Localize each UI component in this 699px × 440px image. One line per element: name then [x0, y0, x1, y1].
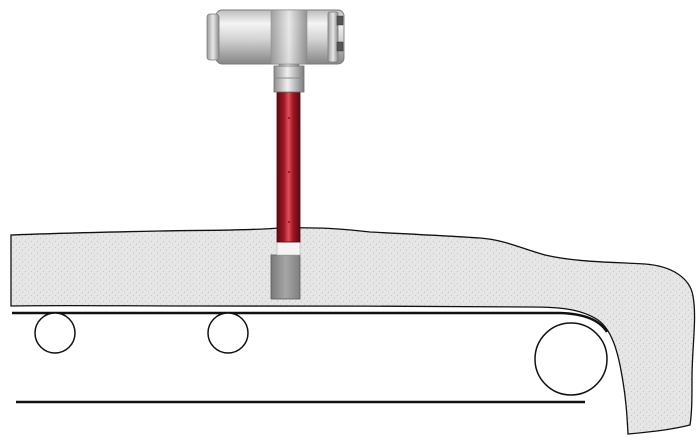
probe-tip [270, 254, 301, 300]
housing-right-cap [327, 11, 339, 63]
head-pulley [534, 322, 608, 396]
housing-left-cap [206, 13, 220, 61]
housing-center-band [270, 9, 308, 65]
support-roller [34, 312, 76, 354]
gland-nut [273, 65, 305, 93]
support-roller [207, 312, 249, 354]
insertion-probe [276, 91, 301, 243]
connector-plug [336, 15, 344, 26]
conveyor-belt [12, 311, 609, 333]
probe-collar [276, 241, 301, 256]
connector-plug [336, 41, 344, 52]
bulk-material [10, 227, 696, 435]
